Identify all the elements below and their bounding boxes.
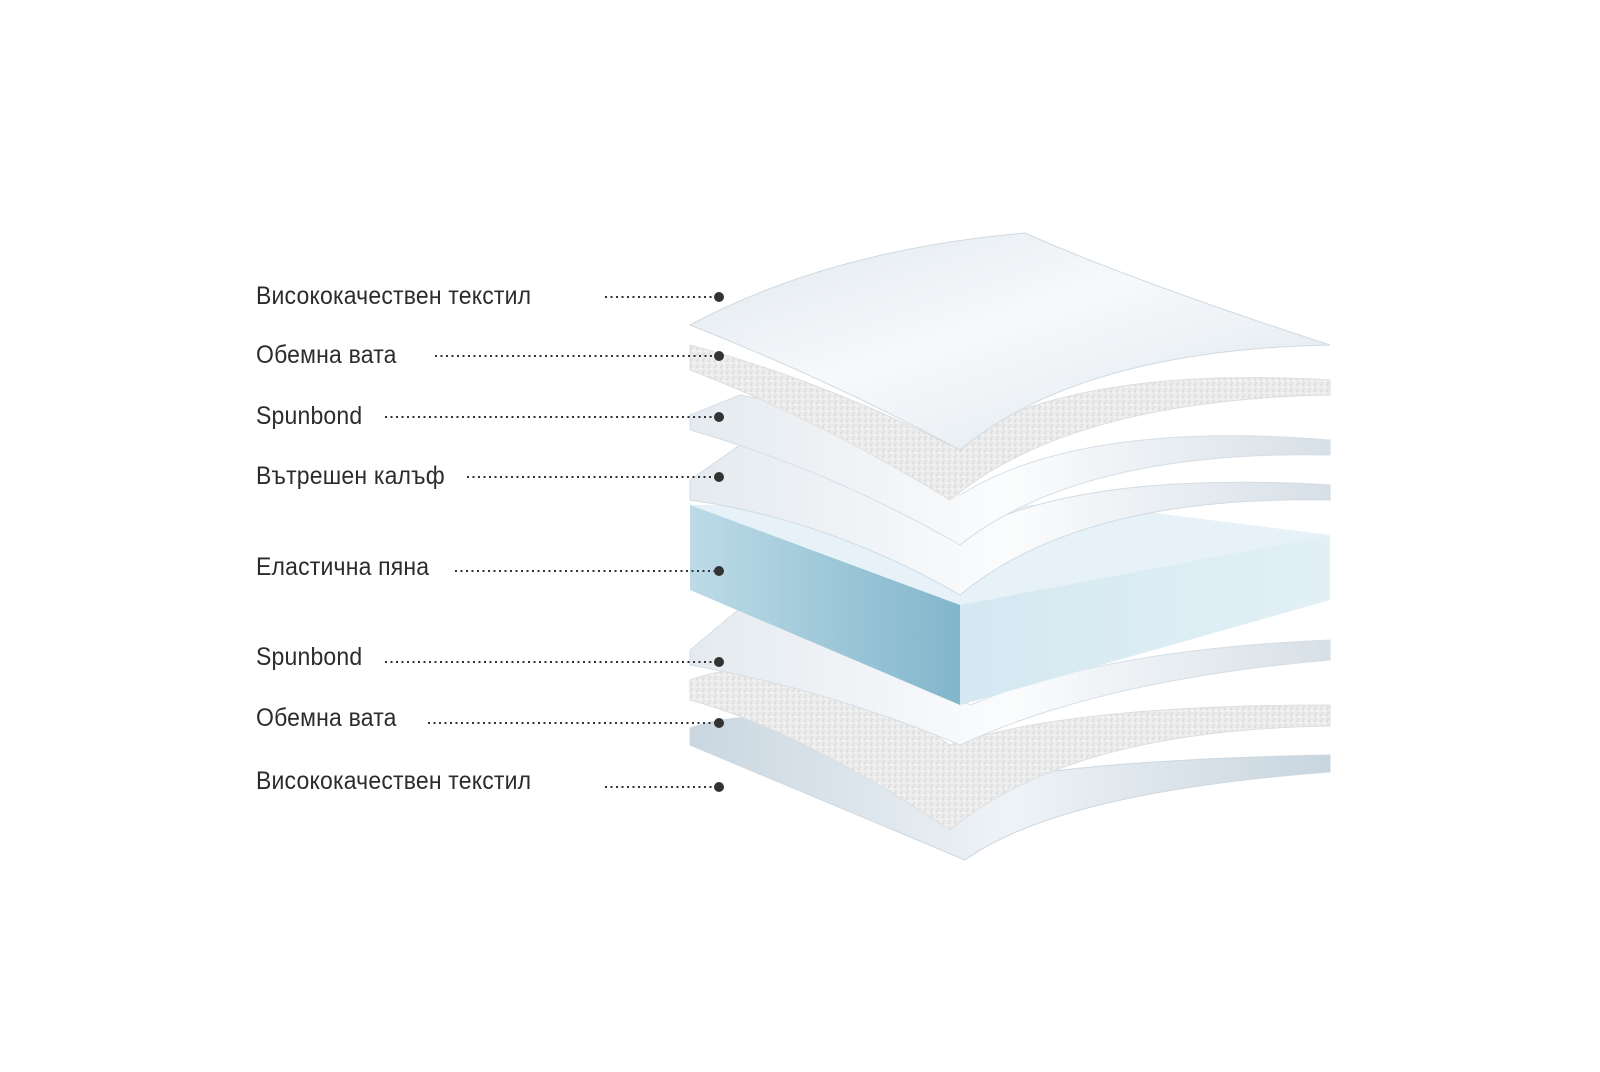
layer-foam-front: [690, 505, 960, 705]
leader-lines: [385, 296, 715, 788]
layer-top-textile: [688, 232, 1331, 451]
leader-dots: [714, 292, 724, 792]
label-elastic-foam: Еластична пяна: [256, 553, 430, 581]
label-upper-batting: Обемна вата: [256, 341, 397, 369]
leader-dot-8: [714, 782, 724, 792]
leader-dot-3: [714, 412, 724, 422]
layer-upper-batting: [689, 344, 1331, 501]
label-inner-cover: Вътрешен калъф: [256, 462, 445, 490]
label-upper-spunbond: Spunbond: [256, 402, 363, 430]
leader-dot-1: [714, 292, 724, 302]
label-lower-spunbond: Spunbond: [256, 643, 363, 671]
layer-foam-side: [960, 535, 1330, 705]
label-bottom-textile: Висококачествен текстил: [256, 767, 532, 795]
label-lower-batting: Обемна вата: [256, 704, 397, 732]
leader-dot-2: [714, 351, 724, 361]
leader-dot-7: [714, 718, 724, 728]
leader-dot-5: [714, 566, 724, 576]
leader-dot-4: [714, 472, 724, 482]
leader-dot-6: [714, 657, 724, 667]
label-top-textile: Висококачествен текстил: [256, 282, 532, 310]
